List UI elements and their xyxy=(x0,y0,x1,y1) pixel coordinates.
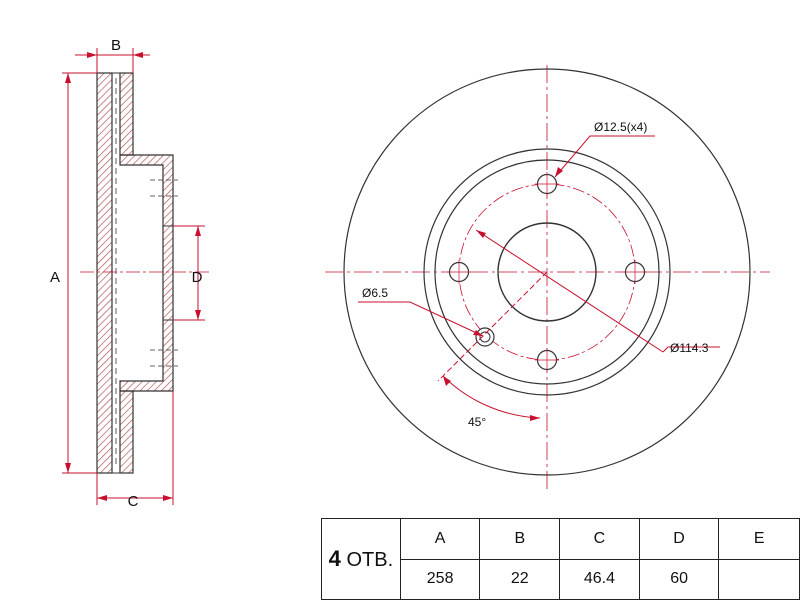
header-e: E xyxy=(718,518,800,560)
hat-section xyxy=(119,154,174,392)
value-d: 60 xyxy=(638,558,720,600)
front-view-dimensions xyxy=(358,135,720,421)
value-e xyxy=(718,558,800,600)
header-d: D xyxy=(638,518,720,560)
friction-plate-left xyxy=(96,72,113,474)
hole-count-suffix: ОТВ. xyxy=(346,549,394,571)
value-a: 258 xyxy=(399,558,481,600)
disc-front-view xyxy=(325,65,770,490)
locating-hole xyxy=(475,327,495,347)
dimension-label-c: C xyxy=(128,493,139,510)
header-b: B xyxy=(479,518,561,560)
friction-plate-right-lower xyxy=(119,390,134,474)
center-bore xyxy=(497,222,597,322)
hat-outer-edge xyxy=(423,148,671,396)
hat-inner-edge xyxy=(434,159,660,385)
hole-count-cell: 4 ОТВ. xyxy=(321,518,401,600)
hole-count: 4 xyxy=(328,546,341,571)
friction-plate-right-upper xyxy=(119,72,134,156)
value-b: 22 xyxy=(479,558,561,600)
locating-hole-diameter-label: Ø6.5 xyxy=(362,286,388,300)
spec-table: 4 ОТВ. A B C D E 258 22 46.4 60 xyxy=(321,518,800,600)
disc-side-view xyxy=(80,72,212,474)
header-c: C xyxy=(559,518,640,560)
dimension-label-a: A xyxy=(50,269,60,286)
bolt-hole-diameter-label: Ø12.5(x4) xyxy=(594,120,647,134)
value-c: 46.4 xyxy=(559,558,640,600)
header-a: A xyxy=(399,518,481,560)
dimension-label-d: D xyxy=(192,269,203,286)
angle-label: 45° xyxy=(468,415,486,429)
dimension-label-b: B xyxy=(111,37,121,54)
pitch-circle-diameter-label: Ø114.3 xyxy=(670,341,709,355)
disc-outer-edge xyxy=(343,68,751,476)
side-view-dimensions xyxy=(62,48,205,505)
